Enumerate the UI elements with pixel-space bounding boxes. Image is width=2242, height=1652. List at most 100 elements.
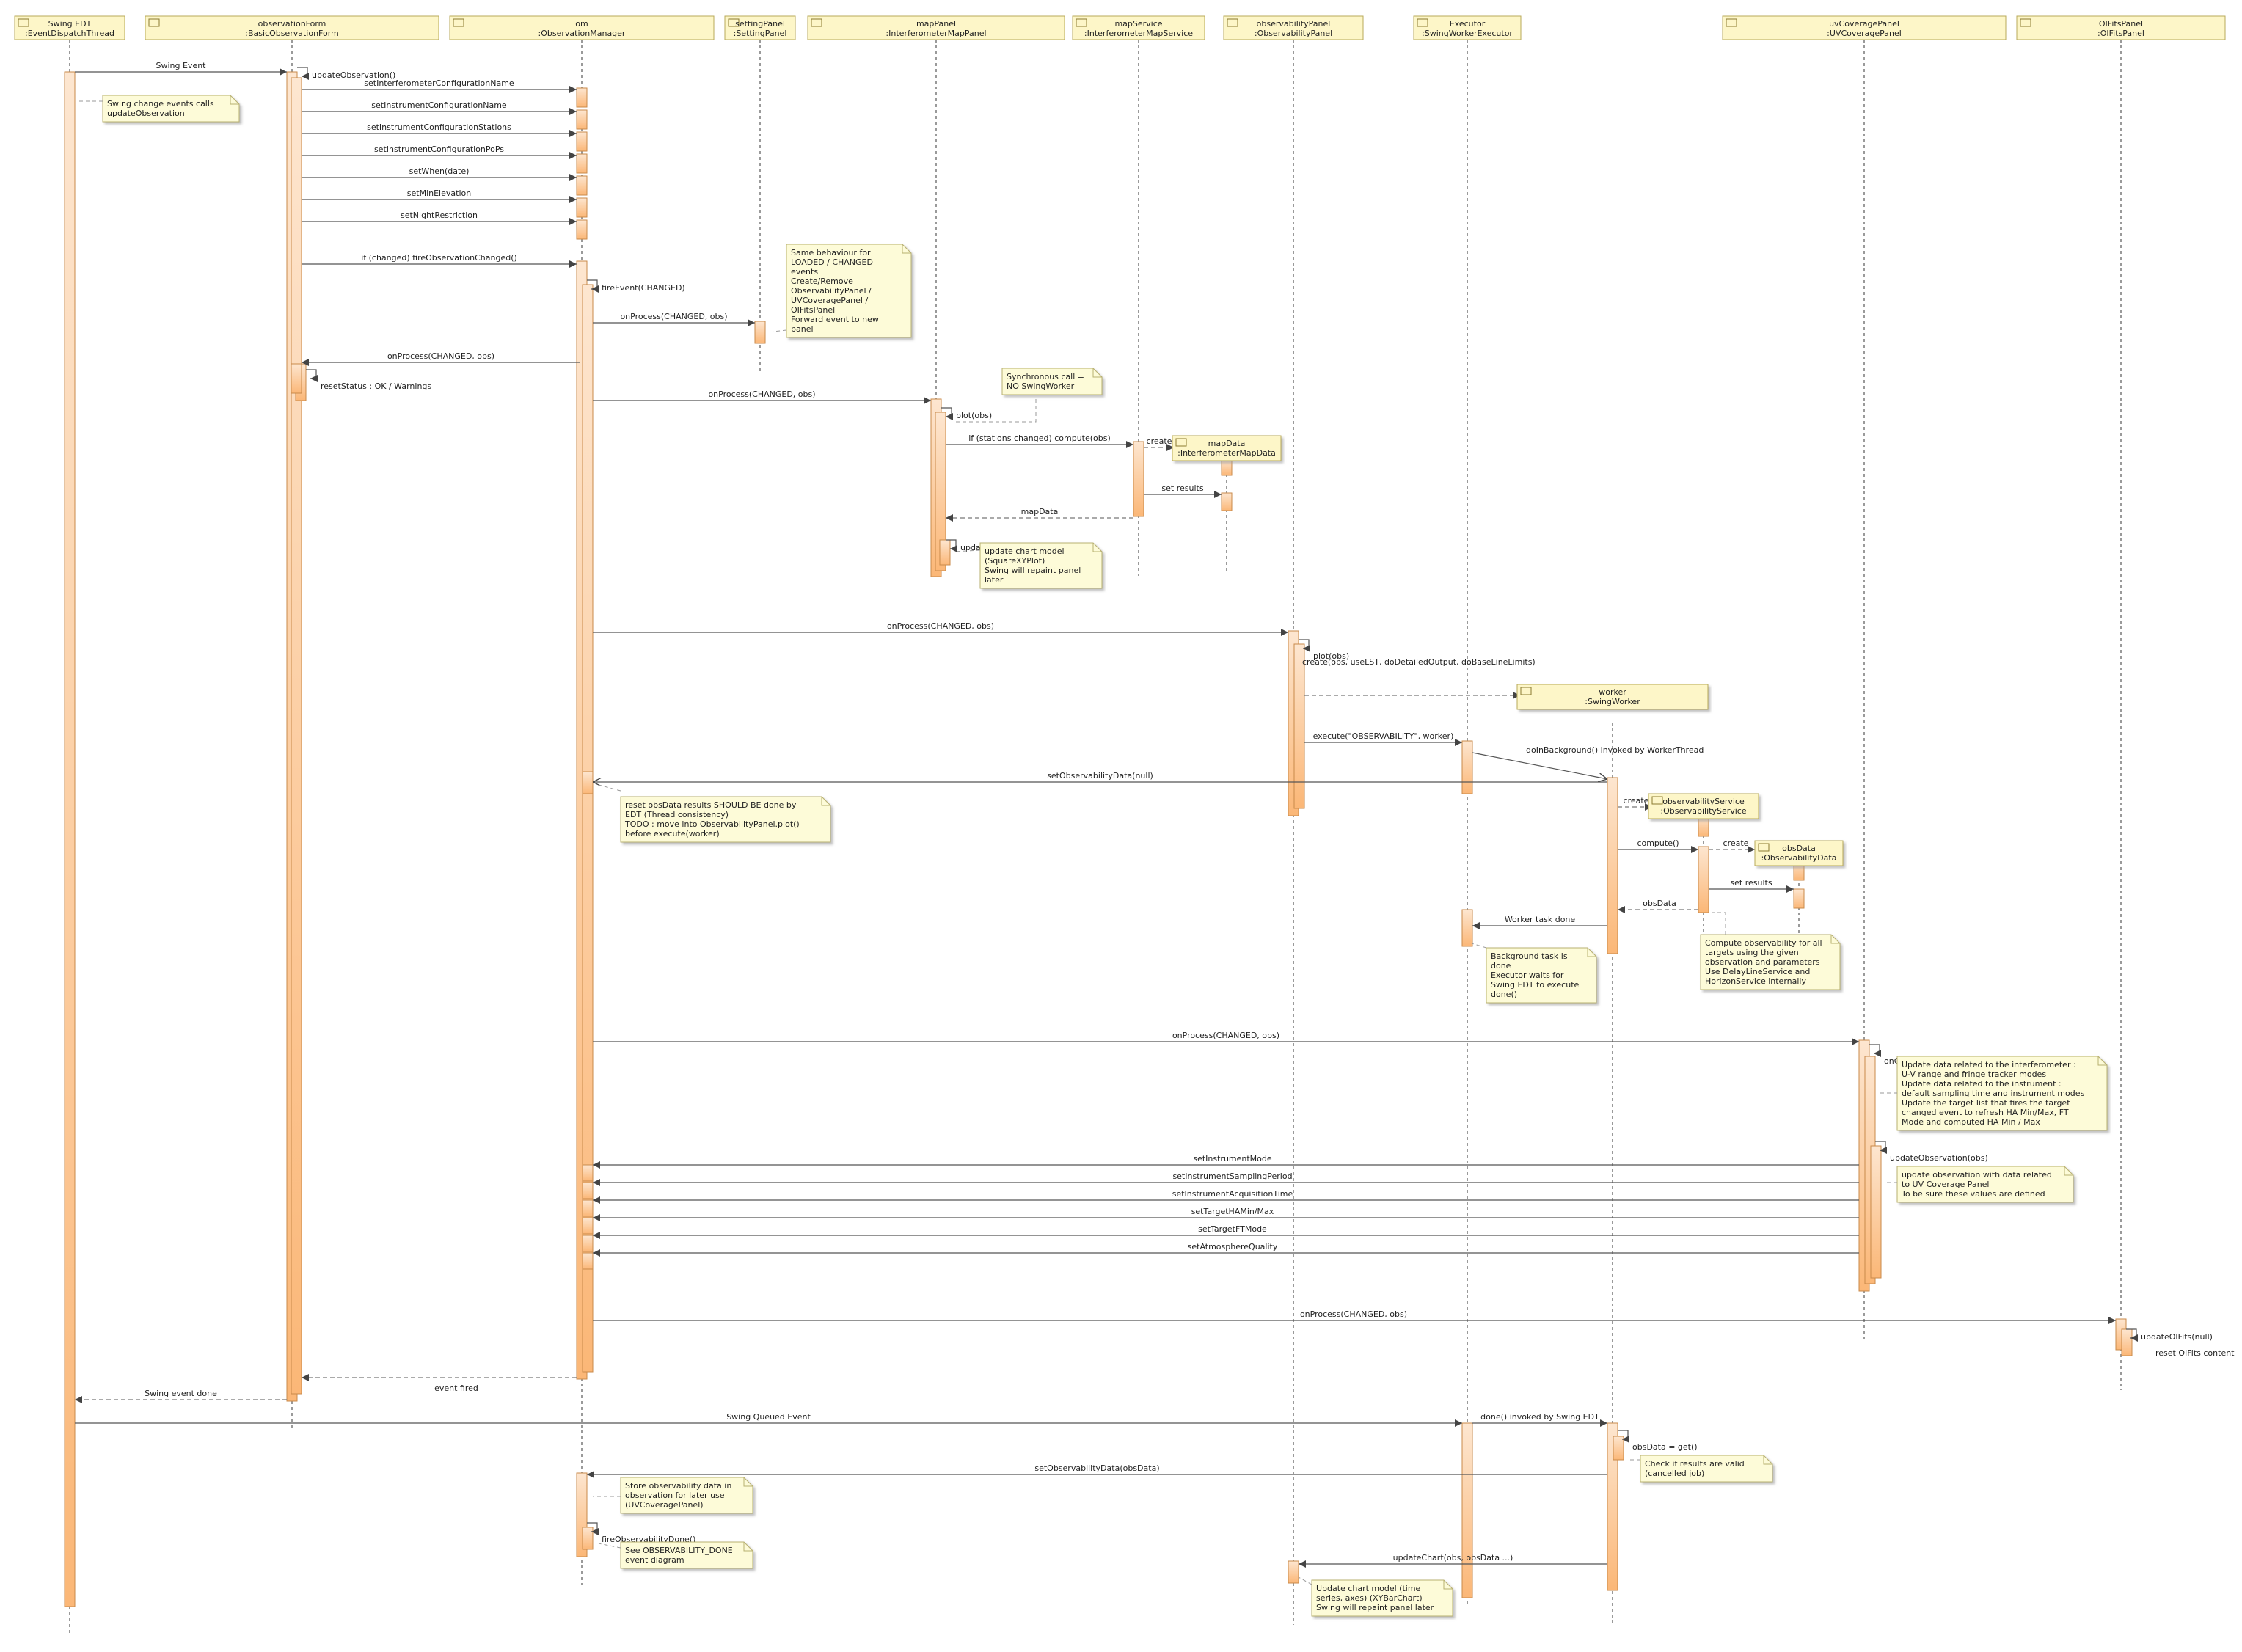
note-line: Executor waits for (1491, 971, 1564, 980)
message-label-m28: create (1624, 796, 1649, 805)
note-n1: Swing change events callsupdateObservati… (79, 95, 240, 123)
note-corner (902, 244, 911, 254)
message-label-m22: onProcess(CHANGED, obs) (887, 621, 994, 631)
activation-om-set-5 (576, 197, 588, 218)
note-line: series, axes) (XYBarChart) (1316, 1593, 1423, 1603)
self-message-m50 (1618, 1430, 1629, 1443)
self-message-m52 (587, 1522, 599, 1535)
object-icon (1076, 18, 1087, 27)
object-mapData: mapData:InterferometerMapData (1172, 435, 1282, 461)
participant-name: settingPanel (735, 19, 785, 29)
activation-om-resetdata (582, 771, 594, 794)
message-label-m12: onProcess(CHANGED, obs) (620, 312, 727, 321)
note-line: observation and parameters (1705, 957, 1820, 967)
participant-name: Swing EDT (48, 19, 92, 29)
note-link (1298, 1576, 1312, 1585)
note-line: event diagram (625, 1555, 684, 1565)
activation-worker-get (1613, 1436, 1624, 1461)
self-message-m16 (941, 407, 953, 420)
self-message-m44 (2126, 1328, 2138, 1342)
note-line: before execute(worker) (625, 829, 720, 838)
lifelines (69, 40, 2122, 1634)
object-type: :SwingWorker (1585, 697, 1640, 706)
note-line: (cancelled job) (1645, 1469, 1704, 1478)
note-line: Create/Remove (791, 277, 853, 286)
note-box (1311, 1579, 1453, 1617)
note-box (979, 542, 1103, 589)
activation-om-event (582, 284, 594, 1373)
participant-setting: settingPanel:SettingPanel (724, 15, 796, 40)
message-label-m24-top: create(obs, useLST, doDetailedOutput, do… (1302, 657, 1536, 667)
activation-oifits-update (2121, 1328, 2133, 1356)
activation-om-set-1 (576, 109, 588, 130)
activation-worker-background (1607, 777, 1618, 954)
note-n5: reset obsData results SHOULD BE done byE… (598, 784, 831, 843)
message-label-m9: setNightRestriction (401, 211, 478, 220)
note-corner (1830, 935, 1840, 944)
note-line: updateObservation (107, 109, 185, 118)
message-label-m44: updateOIFits(null) (2141, 1332, 2213, 1342)
participant-obsPanel: observabilityPanel:ObservabilityPanel (1223, 15, 1364, 40)
object-icon (148, 18, 160, 27)
activation-om-uv-3 (582, 1217, 594, 1235)
participant-edt: Swing EDT:EventDispatchThread (14, 15, 125, 40)
object-icon (453, 18, 464, 27)
activation-om-set-0 (576, 87, 588, 108)
notes: Swing change events callsupdateObservati… (79, 95, 2108, 1617)
message-label-m25: execute("OBSERVABILITY", worker) (1313, 731, 1454, 741)
activation-obsservice-compute (1698, 846, 1709, 913)
message-label-m11: fireEvent(CHANGED) (602, 283, 685, 293)
note-line: Store observability data in (625, 1481, 731, 1491)
note-link (953, 549, 981, 552)
participant-type: :OIFitsPanel (2097, 29, 2144, 38)
note-line: Swing will repaint panel later (1316, 1603, 1434, 1612)
message-label-m26: doInBackground() invoked by WorkerThread (1526, 745, 1704, 755)
activation-worker-done (1607, 1422, 1618, 1591)
participant-name: mapPanel (916, 19, 956, 29)
note-line: Same behaviour for (791, 248, 871, 257)
object-type: :InterferometerMapData (1177, 448, 1276, 458)
message-label-m32: Worker task done (1505, 915, 1576, 924)
activation-executor-execute (1461, 740, 1473, 794)
participant-name: OIFitsPanel (2099, 19, 2143, 29)
note-line: reset obsData results SHOULD BE done by (625, 800, 797, 810)
note-box (1486, 947, 1597, 1004)
created-objects: mapData:InterferometerMapData worker:Swin… (1172, 435, 1844, 866)
message-label-m13: onProcess(CHANGED, obs) (387, 351, 494, 361)
note-line: TODO : move into ObservabilityPanel.plot… (624, 819, 800, 829)
message-label-m43: onProcess(CHANGED, obs) (1300, 1309, 1407, 1319)
note-line: LOADED / CHANGED (791, 257, 873, 267)
object-icon (2020, 18, 2031, 27)
message-label-m8: setMinElevation (407, 189, 471, 198)
participant-name: om (575, 19, 588, 29)
message-label-m14: resetStatus : OK / Warnings (321, 381, 431, 391)
message-label-m53: updateChart(obs, obsData ...) (1393, 1553, 1513, 1563)
object-name: obsData (1782, 844, 1816, 853)
note-line: done (1491, 961, 1511, 971)
object-name: worker (1599, 687, 1626, 697)
note-line: changed event to refresh HA Min/Max, FT (1902, 1108, 2069, 1117)
note-box (1640, 1455, 1773, 1483)
activation-executor-done (1461, 909, 1473, 947)
participant-type: :SwingWorkerExecutor (1422, 29, 1513, 38)
note-link (773, 329, 787, 332)
participant-name: uvCoveragePanel (1829, 19, 1899, 29)
message-label-m1: Swing Event (156, 61, 207, 70)
message-label-m45: reset OIFits content (2155, 1348, 2235, 1358)
object-box (1516, 684, 1709, 710)
messages: Swing EventupdateObservation()setInterfe… (75, 61, 2235, 1568)
message-label-m17: if (stations changed) compute(obs) (968, 434, 1111, 443)
activation-mapservice (1133, 441, 1144, 517)
note-line: Mode and computed HA Min / Max (1902, 1117, 2040, 1127)
activation-executor-queued (1461, 1422, 1473, 1598)
message-label-m34: onProcess(CHANGED, obs) (1172, 1031, 1279, 1040)
message-label-m31: set results (1730, 878, 1772, 888)
participant-type: :BasicObservationForm (245, 29, 339, 38)
participant-mapService: mapService:InterferometerMapService (1072, 15, 1205, 40)
activation-mappanel-update (939, 539, 951, 566)
note-line: done() (1491, 990, 1517, 999)
self-message-m2 (297, 67, 309, 80)
